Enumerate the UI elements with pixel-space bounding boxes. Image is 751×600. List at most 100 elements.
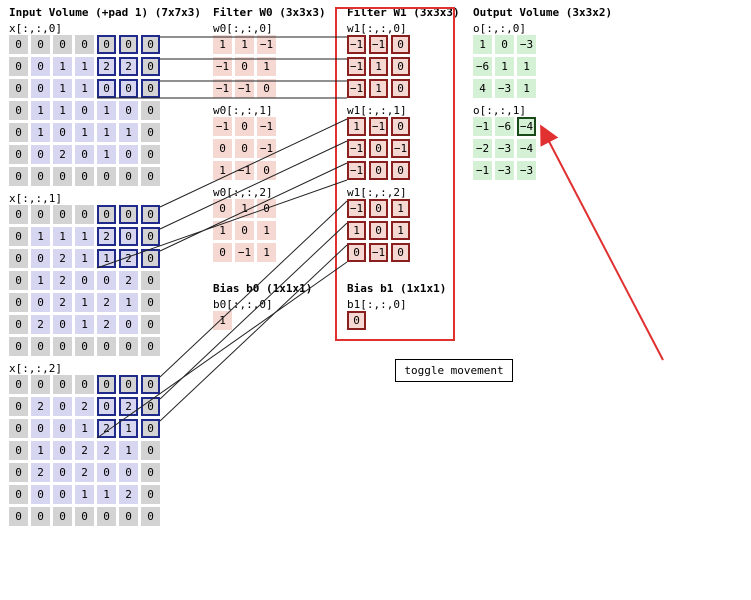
w0-slice-label-1: w0[:,:,1]	[213, 104, 273, 117]
input-cell: 0	[141, 397, 160, 416]
w1-cell: 1	[391, 199, 410, 218]
input-cell: 2	[97, 441, 116, 460]
input-cell: 1	[97, 145, 116, 164]
input-cell: 2	[119, 485, 138, 504]
input-cell: 1	[97, 101, 116, 120]
input-cell: 0	[53, 441, 72, 460]
w0-cell: 1	[213, 161, 232, 180]
w1-cell: −1	[369, 117, 388, 136]
toggle-movement-button[interactable]: toggle movement	[395, 359, 513, 382]
input-cell: 0	[141, 441, 160, 460]
input-cell: 0	[141, 271, 160, 290]
input-cell: 0	[119, 101, 138, 120]
input-cell: 0	[31, 419, 50, 438]
input-cell: 0	[141, 123, 160, 142]
input-cell: 0	[9, 249, 28, 268]
w0-cell: 0	[235, 221, 254, 240]
input-cell: 2	[119, 397, 138, 416]
input-cell: 0	[53, 397, 72, 416]
w1-cell: 0	[369, 221, 388, 240]
w0-cell: 1	[257, 243, 276, 262]
w1-cell: 0	[347, 243, 366, 262]
w0-cell: −1	[235, 79, 254, 98]
input-cell: 2	[75, 463, 94, 482]
input-cell: 0	[9, 79, 28, 98]
w0-cell: 0	[235, 117, 254, 136]
input-cell: 1	[53, 227, 72, 246]
w1-cell: 1	[347, 221, 366, 240]
w1-cell: 0	[391, 35, 410, 54]
w0-cell: 0	[257, 79, 276, 98]
input-cell: 0	[141, 485, 160, 504]
input-cell: 0	[53, 315, 72, 334]
input-cell: 0	[75, 375, 94, 394]
b0-cell: 1	[213, 311, 232, 330]
w0-cell: 1	[257, 221, 276, 240]
input-cell: 0	[75, 167, 94, 186]
input-cell: 1	[31, 441, 50, 460]
input-cell: 0	[141, 315, 160, 334]
input-cell: 2	[53, 293, 72, 312]
input-cell: 1	[119, 123, 138, 142]
input-cell: 2	[31, 397, 50, 416]
bias-b1-title: Bias b1 (1x1x1)	[347, 282, 447, 295]
input-cell: 2	[119, 249, 138, 268]
input-cell: 0	[119, 205, 138, 224]
input-cell: 0	[53, 35, 72, 54]
w1-slice-label-1: w1[:,:,1]	[347, 104, 407, 117]
w0-cell: −1	[213, 79, 232, 98]
connector-line	[159, 244, 348, 422]
input-cell: 0	[141, 167, 160, 186]
input-cell: 0	[31, 375, 50, 394]
input-cell: 2	[53, 249, 72, 268]
input-cell: 0	[9, 375, 28, 394]
input-cell: 1	[119, 419, 138, 438]
input-cell: 2	[75, 397, 94, 416]
w0-cell: 1	[235, 35, 254, 54]
output-cell: 4	[473, 79, 492, 98]
input-cell: 1	[75, 315, 94, 334]
w1-cell: 0	[391, 79, 410, 98]
w1-cell: 0	[391, 117, 410, 136]
input-cell: 0	[97, 507, 116, 526]
input-cell: 0	[9, 397, 28, 416]
input-cell: 0	[141, 337, 160, 356]
input-cell: 0	[9, 145, 28, 164]
input-cell: 0	[141, 293, 160, 312]
input-cell: 0	[9, 293, 28, 312]
input-cell: 1	[119, 441, 138, 460]
input-cell: 0	[31, 507, 50, 526]
input-slice-label-2: x[:,:,2]	[9, 362, 62, 375]
input-cell: 0	[53, 375, 72, 394]
w1-cell: 0	[369, 139, 388, 158]
input-cell: 0	[53, 167, 72, 186]
input-cell: 0	[31, 35, 50, 54]
w1-cell: −1	[369, 35, 388, 54]
input-cell: 0	[53, 123, 72, 142]
input-cell: 1	[75, 419, 94, 438]
w1-cell: 1	[369, 57, 388, 76]
input-cell: 0	[141, 419, 160, 438]
w0-cell: 0	[213, 199, 232, 218]
input-volume-title: Input Volume (+pad 1) (7x7x3)	[9, 6, 202, 19]
input-cell: 0	[53, 419, 72, 438]
input-cell: 0	[97, 397, 116, 416]
input-slice-label-0: x[:,:,0]	[9, 22, 62, 35]
input-cell: 1	[75, 293, 94, 312]
input-slice-label-1: x[:,:,1]	[9, 192, 62, 205]
w0-cell: −1	[257, 117, 276, 136]
input-cell: 2	[97, 293, 116, 312]
w1-cell: 0	[369, 199, 388, 218]
w0-cell: 1	[235, 199, 254, 218]
input-cell: 1	[97, 123, 116, 142]
filter-w1-title: Filter W1 (3x3x3)	[347, 6, 460, 19]
input-cell: 0	[9, 271, 28, 290]
input-cell: 0	[97, 375, 116, 394]
output-cell: −3	[495, 161, 514, 180]
b0-label: b0[:,:,0]	[213, 298, 273, 311]
w1-cell: −1	[347, 57, 366, 76]
input-cell: 0	[141, 101, 160, 120]
input-cell: 0	[53, 507, 72, 526]
input-cell: 1	[75, 227, 94, 246]
w1-cell: −1	[347, 161, 366, 180]
